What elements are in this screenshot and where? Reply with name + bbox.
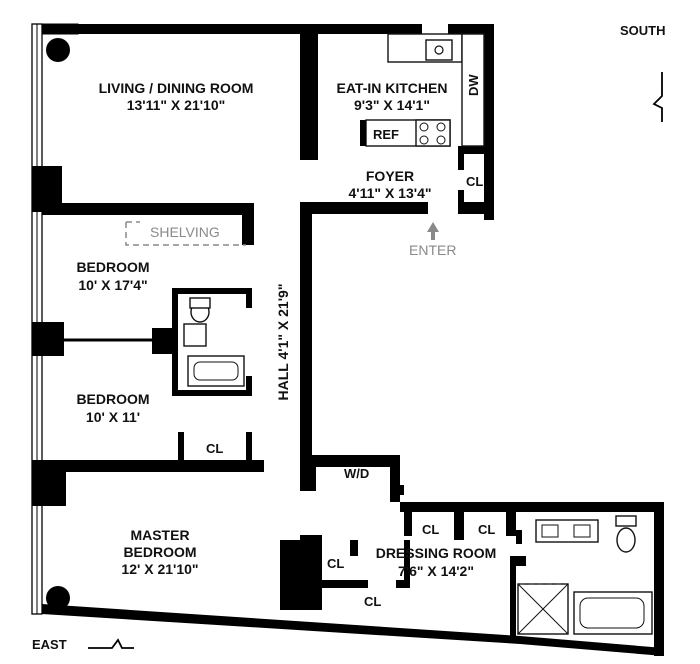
living-dining-name: LIVING / DINING ROOM [99,80,254,96]
kitchen-dims: 9'3" X 14'1" [354,97,430,113]
master-dims: 12' X 21'10" [121,561,198,577]
foyer-dims: 4'11" X 13'4" [349,185,432,201]
kitchen-fixtures [360,33,485,147]
bedroom1-dims: 10' X 17'4" [78,277,147,293]
dressing-dims: 7'6" X 14'2" [398,563,474,579]
dressing-closet2-label: CL [478,522,495,537]
master-closet2-label: CL [364,594,381,609]
bathroom-fixtures [183,297,245,387]
master-bath-fixtures [517,515,653,635]
foyer-closet-label: CL [466,174,483,189]
dw-label: DW [466,74,481,96]
living-dining-dims: 13'11" X 21'10" [127,97,226,113]
kitchen-name: EAT-IN KITCHEN [337,80,448,96]
wd-label: W/D [344,466,369,481]
bedroom2-dims: 10' X 11' [86,409,140,425]
outer-walls [32,24,664,656]
enter-label: ENTER [409,242,456,258]
master-line2: BEDROOM [123,544,196,560]
interior-walls [42,34,526,642]
master-line1: MASTER [130,527,189,543]
bedroom2-closet-label: CL [206,441,223,456]
hall-label: HALL 4'1" X 21'9" [275,284,291,401]
east-label: EAST [32,637,67,652]
shelving-label: SHELVING [150,224,220,240]
dressing-closet1-label: CL [422,522,439,537]
shelving-outline [125,221,246,246]
bedroom2-name: BEDROOM [76,391,149,407]
east-arrow-icon [88,638,134,649]
ref-label: REF [373,127,399,142]
master-closet1-label: CL [327,556,344,571]
south-arrow-icon [652,72,663,122]
dressing-name: DRESSING ROOM [376,545,497,561]
foyer-name: FOYER [366,168,414,184]
south-label: SOUTH [620,23,666,38]
window-wall [31,23,79,615]
enter-arrow-icon [427,222,439,240]
bedroom1-name: BEDROOM [76,259,149,275]
